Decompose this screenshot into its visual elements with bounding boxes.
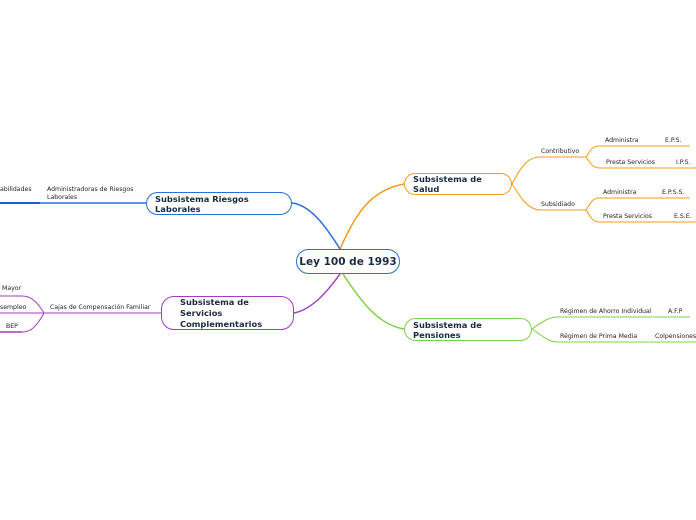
link-salud-subsidiado [511, 183, 539, 211]
subtopic-bep[interactable]: BEP [6, 323, 18, 330]
subtopic-cajas-compensacion[interactable]: Cajas de Compensación Familiar [50, 304, 151, 311]
subtopic-subsidiado[interactable]: Subsidiado [541, 201, 575, 208]
subtopic-mayor[interactable]: Mayor [2, 285, 22, 292]
subtopic-contributivo-administra[interactable]: Administra [605, 137, 639, 144]
subtopic-desempleo[interactable]: sempleo [0, 304, 27, 311]
subtopic-subsidiado-presta[interactable]: Presta Servicios [603, 213, 653, 220]
central-topic-label: Ley 100 de 1993 [299, 255, 397, 268]
topic-complementarios-label: Subsistema de Servicios Complementarios [180, 296, 263, 329]
topic-riesgos-laborales[interactable]: Subsistema Riesgos Laborales [146, 192, 292, 215]
topic-salud[interactable]: Subsistema de Salud [404, 173, 512, 195]
subtopic-ips[interactable]: I.P.S. [676, 159, 691, 166]
subtopic-ahorro-individual[interactable]: Régimen de Ahorro Individual [560, 308, 652, 315]
subtopic-ese[interactable]: E.S.E. [674, 213, 692, 220]
central-topic[interactable]: Ley 100 de 1993 [296, 249, 400, 274]
link-root-pensiones [342, 273, 405, 330]
link-salud-contributivo [511, 156, 539, 185]
subtopic-prima-media[interactable]: Régimen de Prima Media [560, 333, 638, 340]
subtopic-subsidiado-administra[interactable]: Administra [603, 189, 637, 196]
topic-pensiones[interactable]: Subsistema de Pensiones [404, 318, 532, 341]
topic-servicios-complementarios[interactable]: Subsistema de Servicios Complementarios [161, 296, 294, 330]
link-root-riesgos [291, 202, 341, 250]
link-root-salud [339, 183, 405, 250]
topic-salud-label: Subsistema de Salud [413, 174, 482, 194]
subtopic-epss[interactable]: E.P.S.S. [662, 189, 685, 196]
topic-riesgos-label: Subsistema Riesgos Laborales [155, 193, 249, 214]
subtopic-eps[interactable]: E.P.S. [665, 137, 682, 144]
subtopic-contributivo[interactable]: Contributivo [541, 148, 580, 155]
subtopic-afp[interactable]: A.F.P [668, 308, 683, 315]
subtopic-colpensiones[interactable]: Colpensiones [655, 333, 696, 340]
subtopic-riesgos-partial[interactable]: abilidades [0, 186, 32, 193]
subtopic-contributivo-presta[interactable]: Presta Servicios [606, 159, 656, 166]
topic-pensiones-label: Subsistema de Pensiones [413, 319, 482, 340]
link-root-complementarios [293, 273, 341, 314]
subtopic-administradoras-riesgos[interactable]: Administradoras de Riesgos Laborales [47, 186, 134, 201]
